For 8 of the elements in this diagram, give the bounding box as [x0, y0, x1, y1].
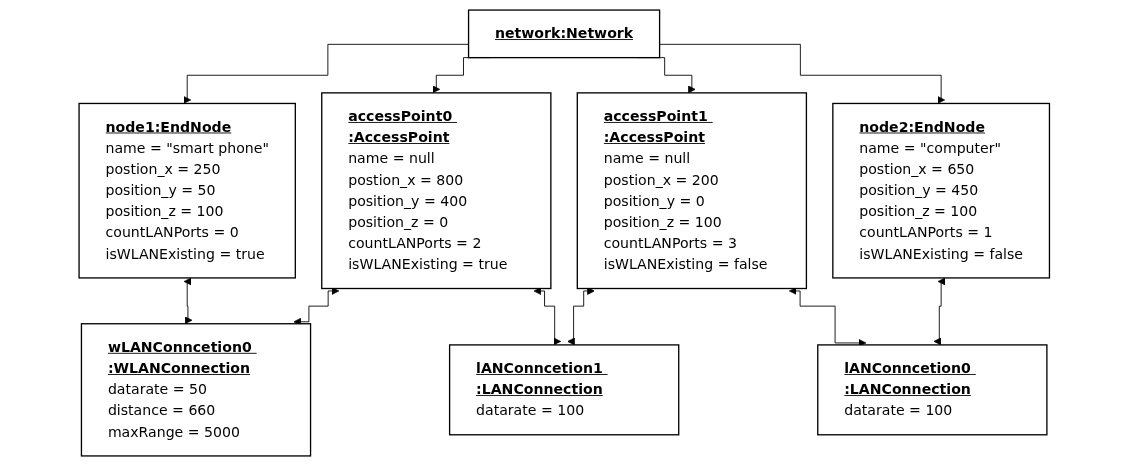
- node-box: accessPoint1 :AccessPoint name = null postion_x = 200 position_y = 0 position_z = 100 countLANPorts = 3 isWLANExisting = false: [576, 91, 807, 289]
- node-box: lANConncetion0 :LANConnection datarate = 100: [816, 343, 1048, 435]
- node-box: accessPoint0 :AccessPoint name = null postion_x = 800 position_y = 400 position_z = 0 countLANPorts = 2 isWLANExisting = true: [320, 91, 552, 289]
- node-box: node2:EndNode name = "computer" postion_x = 650 position_y = 450 position_z = 100 countLANPorts = 1 isWLANExisting = false: [831, 102, 1050, 279]
- node-box: lANConncetion1 :LANConnection datarate = 100: [448, 343, 680, 435]
- node-box: node1:EndNode name = "smart phone" postion_x = 250 position_y = 50 position_z = 100 countLANPorts = 0 isWLANExisting = true: [78, 102, 296, 279]
- node-box: wLANConncetion0 :WLANConnection datarate = 50 distance = 660 maxRange = 5000: [80, 322, 311, 457]
- node-box: network:Network: [467, 8, 660, 58]
